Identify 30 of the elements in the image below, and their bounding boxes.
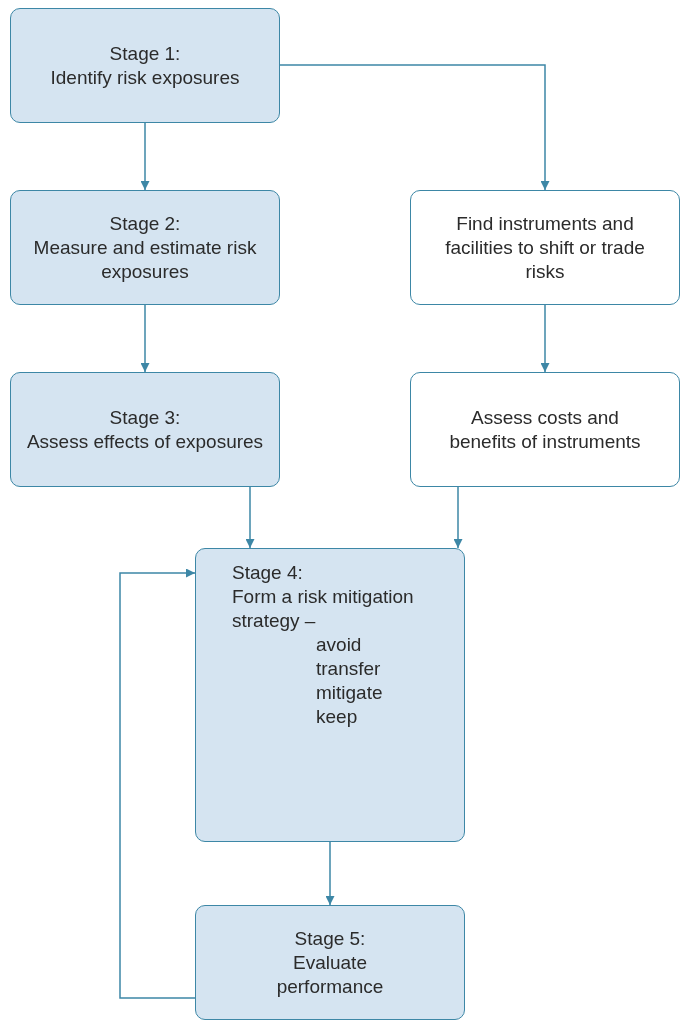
- process-box: [410, 190, 680, 305]
- arrow: [119, 568, 196, 999]
- arrow: [540, 304, 550, 373]
- arrow: [140, 304, 150, 373]
- box-text: Stage 3:: [109, 405, 181, 430]
- process-box: [410, 372, 680, 487]
- process-box: [10, 190, 280, 305]
- process-box: [195, 905, 465, 1020]
- box-text: avoid: [316, 633, 362, 657]
- box-text: Stage 4:: [232, 561, 303, 585]
- arrow: [140, 122, 150, 191]
- process-box: [195, 548, 465, 842]
- box-text: Evaluate performance: [275, 950, 385, 999]
- box-text: Identify risk exposures: [50, 65, 240, 90]
- box-text: mitigate: [316, 681, 383, 705]
- box-text: Find instruments and facilities to shift or trade risks: [444, 211, 646, 284]
- arrow: [279, 64, 550, 191]
- box-text: Measure and estimate risk exposures: [32, 235, 258, 284]
- arrow: [453, 486, 463, 549]
- arrow: [245, 486, 255, 549]
- box-text: transfer: [316, 657, 381, 681]
- arrow: [325, 841, 335, 906]
- process-box: [10, 8, 280, 123]
- box-text: keep: [316, 705, 358, 729]
- box-text: Stage 1:: [109, 41, 181, 66]
- box-text: Assess costs and benefits of instruments: [448, 405, 642, 454]
- box-text: Assess effects of exposures: [26, 429, 264, 454]
- box-text: Stage 5:: [294, 926, 366, 951]
- process-box: [10, 372, 280, 487]
- box-text: Stage 2:: [109, 211, 181, 236]
